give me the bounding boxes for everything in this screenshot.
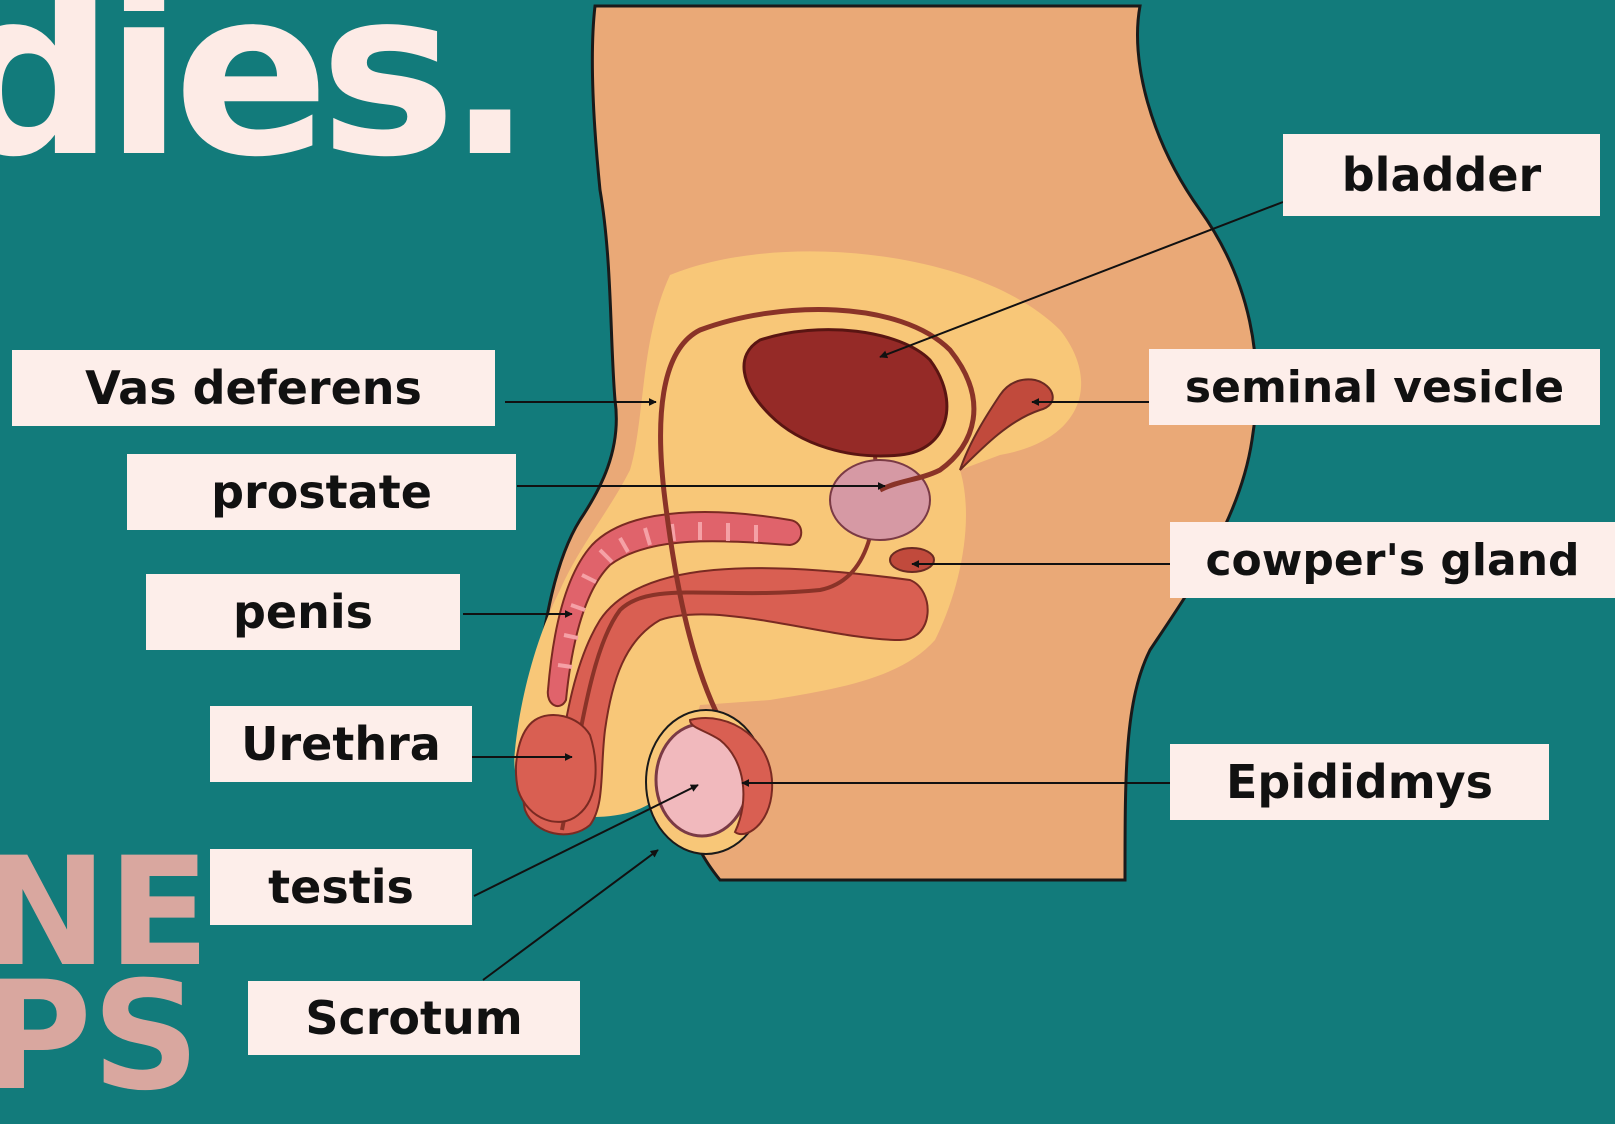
label-epididymis: Epididmys [1170, 744, 1549, 820]
cowpers-gland-shape [890, 548, 934, 572]
anatomy-poster: dies. NE PS Vas deferens prostate penis … [0, 0, 1615, 1055]
label-vas-deferens: Vas deferens [12, 350, 495, 426]
glans-shape [516, 715, 596, 822]
label-prostate: prostate [127, 454, 516, 530]
label-seminal-vesicle: seminal vesicle [1149, 349, 1600, 425]
pointer-scrotum [483, 850, 658, 980]
prostate-shape [830, 460, 930, 540]
label-bladder: bladder [1283, 134, 1600, 216]
label-penis: penis [146, 574, 460, 650]
label-scrotum: Scrotum [248, 981, 580, 1055]
label-cowpers-gland: cowper's gland [1170, 522, 1615, 598]
label-urethra: Urethra [210, 706, 472, 782]
label-testis: testis [210, 849, 472, 925]
side-word-line-2: PS [0, 962, 200, 1112]
title-fragment: dies. [0, 0, 524, 190]
